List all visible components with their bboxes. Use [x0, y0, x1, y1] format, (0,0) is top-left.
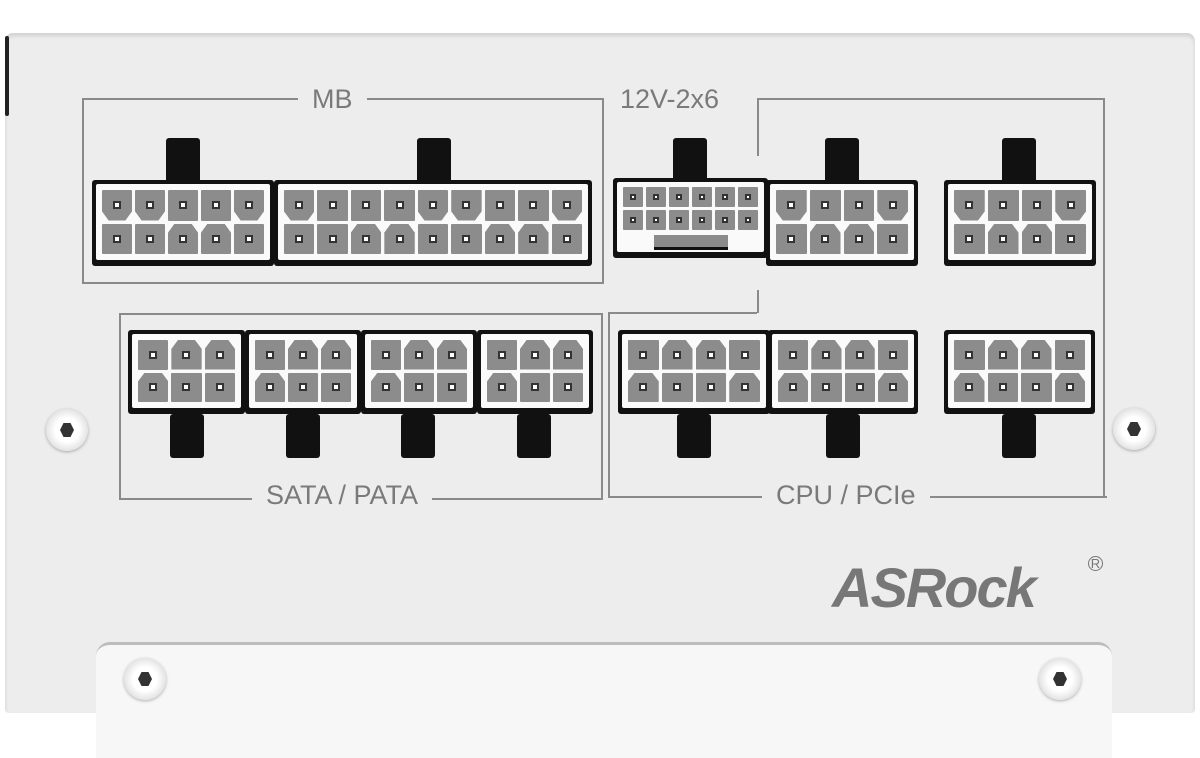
mb-label: MB	[298, 84, 367, 114]
cpu-pcie-step-h	[608, 312, 757, 314]
mb-10pin-latch	[166, 138, 200, 184]
sata-pata-socket-4[interactable]	[477, 330, 593, 414]
hpwr-sense-pins	[653, 235, 728, 250]
screw-right	[1113, 408, 1155, 450]
cpu-pcie-4-latch	[826, 414, 860, 458]
sata-pata-label: SATA / PATA	[252, 480, 433, 510]
cpu-pcie-divider-stub	[757, 98, 759, 156]
cpu-pcie-3-latch	[677, 414, 711, 458]
cpu-pcie-socket-5[interactable]	[944, 330, 1095, 414]
cpu-pcie-step	[608, 290, 759, 313]
bottom-mounting-tab	[96, 642, 1112, 758]
mb-18pin-latch	[417, 138, 451, 184]
cpu-pcie-socket-2[interactable]	[944, 180, 1096, 266]
cpu-pcie-5-latch	[1002, 414, 1036, 458]
mb-18pin-socket[interactable]	[274, 180, 592, 266]
registered-mark: R	[1088, 556, 1103, 571]
cpu-pcie-label: CPU / PCIe	[762, 480, 930, 510]
mb-10pin-socket[interactable]	[92, 180, 274, 266]
hpwr-12v-2x6-socket[interactable]	[613, 178, 768, 258]
cpu-pcie-socket-1[interactable]	[766, 180, 918, 266]
sata-pata-socket-1[interactable]	[128, 330, 245, 414]
hpwr-label: 12V-2x6	[606, 84, 734, 114]
screw-bottom-right	[1039, 658, 1081, 700]
cpu-pcie-1-latch	[825, 138, 859, 184]
cpu-pcie-socket-3[interactable]	[618, 330, 770, 414]
screw-left	[46, 409, 88, 451]
sata-pata-socket-2[interactable]	[245, 330, 361, 414]
cpu-pcie-2-latch	[1002, 138, 1036, 184]
panel-edge	[5, 36, 9, 116]
sata-pata-1-latch	[170, 414, 204, 458]
cpu-pcie-group-outline-top	[757, 98, 1105, 498]
sata-pata-socket-3[interactable]	[361, 330, 477, 414]
sata-pata-4-latch	[517, 414, 551, 458]
sata-pata-2-latch	[286, 414, 320, 458]
brand-logo: ASRock	[832, 556, 1037, 619]
cpu-pcie-socket-4[interactable]	[768, 330, 918, 414]
sata-pata-3-latch	[401, 414, 435, 458]
screw-bottom-left	[124, 658, 166, 700]
hpwr-latch	[673, 138, 707, 184]
